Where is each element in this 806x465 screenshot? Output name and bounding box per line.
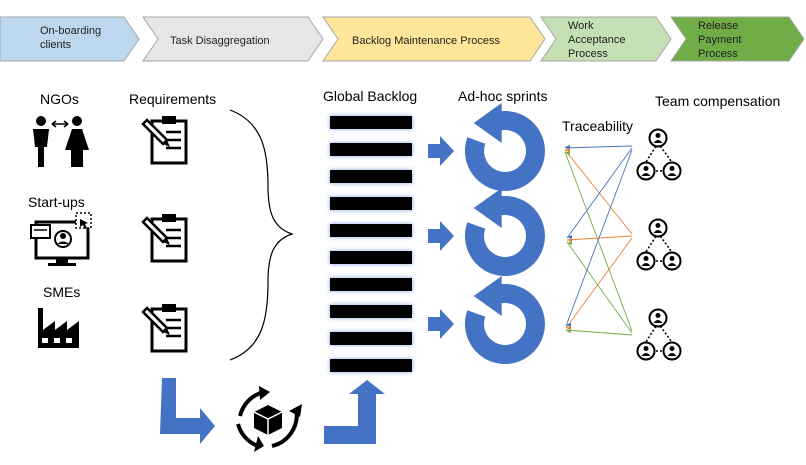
trace-arrowhead bbox=[566, 329, 571, 333]
trace-arrowhead bbox=[567, 238, 572, 242]
global-backlog-label: Global Backlog bbox=[323, 88, 417, 104]
phase-label-line: Backlog Maintenance Process bbox=[352, 35, 500, 47]
team-compensation-label: Team compensation bbox=[655, 93, 780, 109]
phase-chevron bbox=[670, 16, 805, 62]
phase-chevron bbox=[540, 16, 672, 62]
traceability-link bbox=[565, 329, 633, 336]
trace-arrowhead bbox=[565, 145, 570, 149]
trace-arrowhead bbox=[567, 241, 572, 245]
phase-onboarding: On-boarding clients bbox=[0, 16, 140, 62]
traceability-label: Traceability bbox=[562, 118, 633, 134]
flow-arrow-to-sprint bbox=[428, 309, 454, 339]
traceability-link bbox=[564, 145, 633, 149]
phase-label-line: Task Disaggregation bbox=[170, 35, 270, 47]
flow-arrow-to-disaggregation bbox=[160, 378, 215, 444]
backlog-item-bar bbox=[330, 116, 412, 129]
monitor-user-icon bbox=[30, 212, 92, 266]
requirements-label: Requirements bbox=[129, 91, 216, 107]
backlog-item-bar bbox=[330, 305, 412, 318]
phase-label-line: Acceptance bbox=[568, 34, 625, 46]
backlog-item-bar bbox=[330, 278, 412, 291]
traceability-link bbox=[565, 237, 633, 329]
backlog-item-bar bbox=[330, 251, 412, 264]
phase-chevron bbox=[322, 16, 546, 62]
package-cycle-icon bbox=[236, 386, 302, 452]
cycle-arrow-icon bbox=[464, 103, 545, 192]
trace-arrowhead bbox=[566, 326, 571, 330]
startups-label: Start-ups bbox=[28, 194, 85, 210]
backlog-item-bar bbox=[330, 332, 412, 345]
phase-label-line: Payment bbox=[698, 34, 741, 46]
phase-work-acceptance: Work Acceptance Process bbox=[540, 16, 672, 62]
global-backlog-stack bbox=[330, 116, 412, 372]
people-icon bbox=[33, 116, 89, 167]
factory-icon bbox=[38, 308, 79, 348]
phase-label-line: Work bbox=[568, 20, 594, 32]
flow-arrow-to-sprint bbox=[428, 136, 454, 166]
phase-chevron bbox=[0, 16, 140, 62]
smes-label: SMEs bbox=[43, 284, 80, 300]
cycle-arrow-icon bbox=[464, 276, 545, 365]
phase-backlog-maintenance: Backlog Maintenance Process bbox=[322, 16, 546, 62]
backlog-item-bar bbox=[330, 143, 412, 156]
traceability-link bbox=[564, 151, 633, 332]
traceability-links bbox=[564, 145, 633, 336]
backlog-item-bar bbox=[330, 170, 412, 183]
phase-label-line: Release bbox=[698, 20, 738, 32]
grouping-brace bbox=[229, 109, 294, 361]
traceability-link bbox=[566, 147, 633, 239]
phase-label-line: Process bbox=[698, 48, 738, 60]
phase-chevron bbox=[142, 16, 324, 62]
trace-arrowhead bbox=[565, 148, 570, 152]
team-network-icon bbox=[636, 128, 682, 181]
trace-arrowhead bbox=[565, 151, 570, 155]
traceability-link bbox=[564, 149, 633, 235]
traceability-link bbox=[565, 149, 633, 327]
phase-release-payment: Release Payment Process bbox=[670, 16, 805, 62]
adhoc-sprints-label: Ad-hoc sprints bbox=[458, 88, 547, 104]
backlog-item-bar bbox=[330, 224, 412, 237]
clipboard-pencil-icon bbox=[141, 116, 188, 165]
clipboard-pencil-icon bbox=[141, 214, 188, 263]
backlog-item-bar bbox=[330, 197, 412, 210]
cycle-arrow-icon bbox=[464, 188, 545, 277]
phase-label-line: On-boarding bbox=[40, 25, 101, 37]
phase-label-line: Process bbox=[568, 48, 608, 60]
traceability-link bbox=[566, 241, 633, 334]
phase-bar: On-boarding clients Task Disaggregation … bbox=[0, 16, 805, 62]
phase-task-disaggregation: Task Disaggregation bbox=[142, 16, 324, 62]
team-network-icon bbox=[636, 308, 682, 361]
trace-arrowhead bbox=[567, 235, 572, 239]
clipboard-pencil-icon bbox=[141, 304, 188, 353]
backlog-item-bar bbox=[330, 359, 412, 372]
flow-arrow-to-sprint bbox=[428, 221, 454, 251]
ngos-label: NGOs bbox=[40, 91, 79, 107]
phase-label-line: clients bbox=[40, 39, 72, 51]
traceability-link bbox=[566, 235, 633, 241]
team-network-icon bbox=[636, 218, 682, 271]
flow-arrow-to-backlog bbox=[324, 380, 385, 444]
trace-arrowhead bbox=[566, 323, 571, 327]
